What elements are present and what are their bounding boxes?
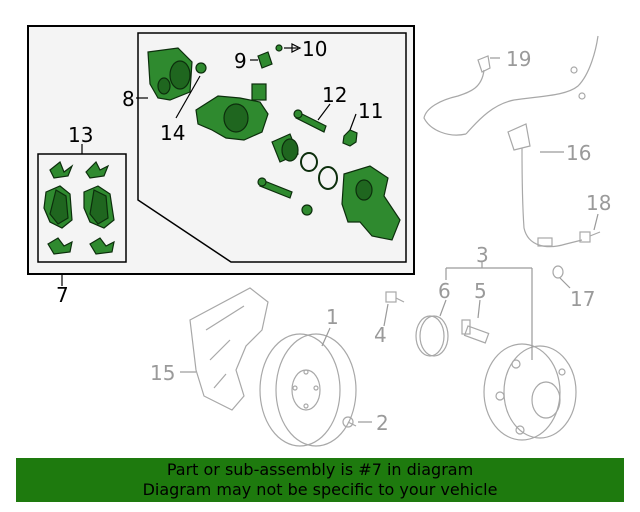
abs-ring [415, 315, 449, 357]
bolt-4 [385, 291, 405, 303]
callout-9: 9 [234, 49, 247, 73]
callout-13: 13 [68, 123, 93, 147]
callout-10: 10 [302, 37, 327, 61]
pad-clip-bottom-left [47, 237, 73, 255]
pad-clip-top-right [85, 160, 110, 179]
pad-clip-top-left [49, 161, 74, 179]
callout-19: 19 [506, 47, 531, 71]
bleeder-cap [275, 44, 283, 52]
dust-boot [318, 166, 338, 190]
callout-6: 6 [438, 279, 451, 303]
piston [271, 133, 299, 163]
banner-line-2: Diagram may not be specific to your vehi… [142, 480, 498, 499]
brake-hose-16 [507, 123, 583, 248]
callout-14: 14 [160, 121, 185, 145]
callout-11: 11 [358, 99, 383, 123]
guide-pin-lower [257, 177, 293, 199]
brake-pad-right [83, 185, 115, 229]
bleeder-screw [257, 51, 273, 69]
callout-12: 12 [322, 83, 347, 107]
caliper-carrier [341, 165, 401, 241]
brake-pad-left [43, 185, 73, 229]
washer-17 [552, 265, 564, 279]
bolt-lower [301, 204, 313, 216]
callout-18: 18 [586, 191, 611, 215]
callout-7: 7 [56, 283, 69, 307]
guide-pin-upper [293, 109, 327, 133]
callout-1: 1 [326, 305, 339, 329]
caliper-subbox-8 [137, 32, 407, 263]
callout-2: 2 [376, 411, 389, 435]
callout-4: 4 [374, 323, 387, 347]
bleeder-bolt-18 [579, 231, 601, 243]
info-banner: Part or sub-assembly is #7 in diagram Di… [16, 458, 624, 502]
callout-8: 8 [122, 87, 135, 111]
callout-15: 15 [150, 361, 175, 385]
brake-disc [259, 333, 357, 447]
callout-16: 16 [566, 141, 591, 165]
piston-seal [300, 152, 318, 172]
banner-line-1: Part or sub-assembly is #7 in diagram [166, 460, 474, 479]
disc-screw-2 [342, 416, 357, 428]
callout-3: 3 [476, 243, 489, 267]
wheel-speed-sensor-19 [423, 35, 599, 136]
callout-5: 5 [474, 279, 487, 303]
pad-clip-bottom-right [89, 237, 115, 255]
hub-bearing [483, 343, 577, 441]
caliper-bracket [195, 83, 269, 141]
hub-bolt-5 [461, 319, 490, 344]
bolt-14 [195, 62, 207, 74]
dust-shield [189, 287, 269, 411]
callout-17: 17 [570, 287, 595, 311]
caliper-housing [147, 47, 193, 101]
